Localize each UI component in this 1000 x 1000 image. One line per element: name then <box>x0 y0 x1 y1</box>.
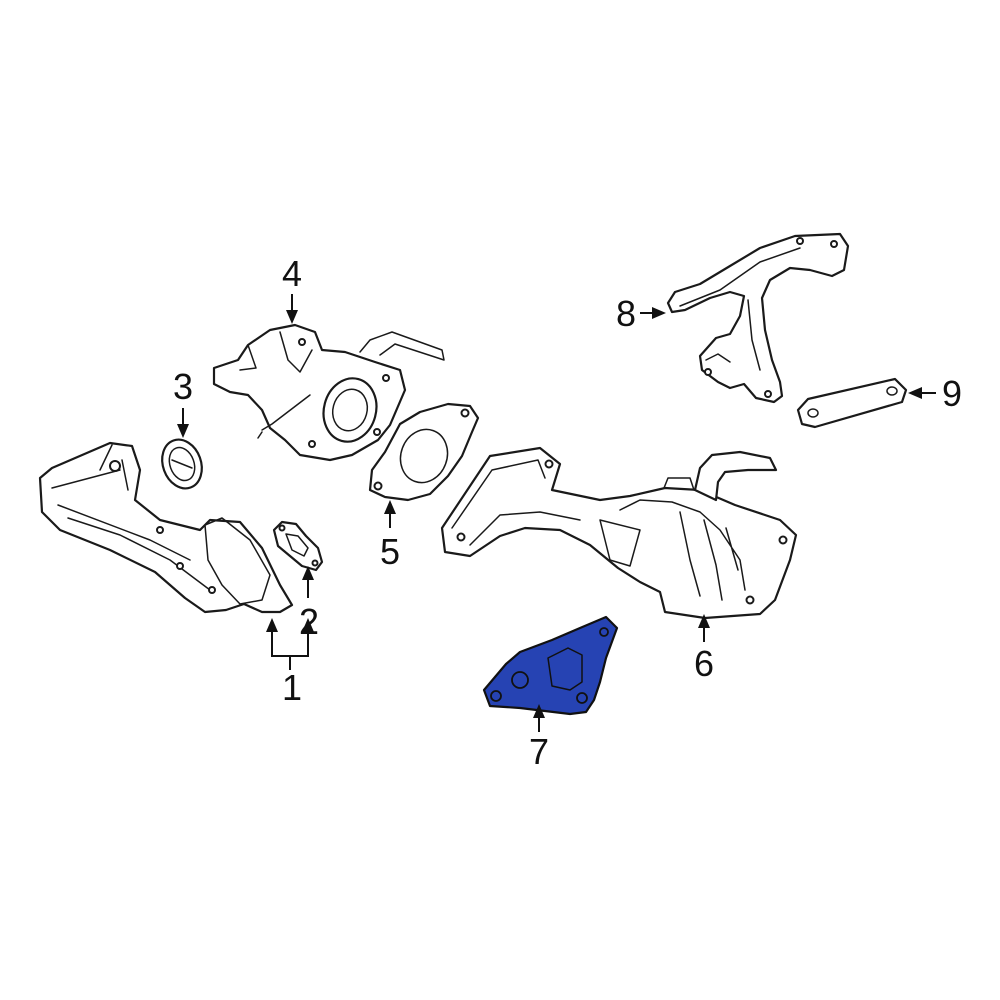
callout-6-label: 6 <box>694 643 714 684</box>
callout-1-label: 1 <box>282 667 302 708</box>
part-2-gasket[interactable] <box>272 520 324 572</box>
part-6-egr-cooler[interactable] <box>440 446 798 620</box>
callout-2-label: 2 <box>299 601 319 642</box>
part-4-egr-valve[interactable] <box>212 323 445 462</box>
callout-5: 5 <box>380 500 400 572</box>
callout-7-label: 7 <box>529 731 549 772</box>
callout-8: 8 <box>616 293 666 334</box>
callout-7: 7 <box>529 704 549 772</box>
callout-3-label: 3 <box>173 366 193 407</box>
part-9-link-plate[interactable] <box>796 377 908 429</box>
part-3-ring-gasket[interactable] <box>156 434 209 494</box>
callout-1: 1 <box>266 618 314 708</box>
callout-8-label: 8 <box>616 293 636 334</box>
callout-6: 6 <box>694 614 714 684</box>
callout-5-label: 5 <box>380 531 400 572</box>
part-5-flange-gasket[interactable] <box>368 402 480 502</box>
callout-4-label: 4 <box>282 253 302 294</box>
callout-9: 9 <box>908 373 962 414</box>
part-8-bracket[interactable] <box>666 232 850 404</box>
part-1-egr-pipe[interactable] <box>38 441 294 614</box>
callout-2: 2 <box>299 566 319 642</box>
callout-9-label: 9 <box>942 373 962 414</box>
part-7-gasket-highlighted[interactable] <box>482 615 619 716</box>
callout-3: 3 <box>173 366 193 438</box>
callout-4: 4 <box>282 253 302 324</box>
